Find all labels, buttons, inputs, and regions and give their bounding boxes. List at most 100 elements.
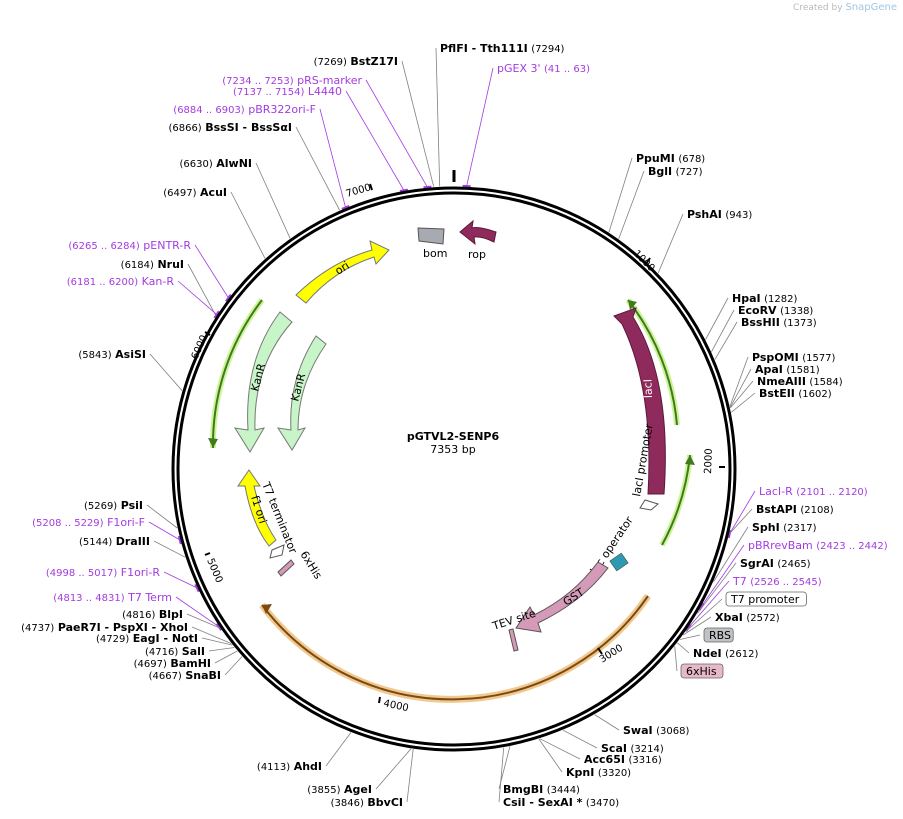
site-name-laci-r: LacI-R: [759, 485, 793, 498]
enzyme-pspomi[interactable]: PspOMI (1577): [752, 351, 836, 364]
primer-f1ori-f[interactable]: (5208 .. 5229) F1ori-F: [32, 516, 145, 529]
enzyme-pshai[interactable]: PshAI (943): [687, 208, 752, 221]
enzyme-psii[interactable]: (5269) PsiI: [84, 499, 143, 512]
his-tag-marker[interactable]: [277, 559, 295, 577]
primer-f1ori-r[interactable]: (4998 .. 5017) F1ori-R: [46, 566, 161, 579]
site-name-bsshii: BssHII: [741, 316, 780, 329]
enzyme-snabi[interactable]: (4667) SnaBI: [149, 669, 221, 682]
scale-tick-5000: 5000: [204, 552, 224, 585]
site-name-t7-term: T7 Term: [127, 591, 172, 604]
feature-box-label-rbs: RBS: [709, 629, 731, 642]
enzyme-swai[interactable]: SwaI (3068): [623, 724, 689, 737]
enzyme-bsshii[interactable]: BssHII (1373): [741, 316, 817, 329]
leader-agei: [375, 748, 412, 790]
site-label-asisi: (5843) AsiSI: [78, 348, 146, 361]
site-name-l4440: L4440: [308, 85, 342, 98]
site-label-pbrrevbam: pBRrevBam (2423 .. 2442): [748, 539, 888, 552]
enzyme-bsteii[interactable]: BstEII (1602): [759, 387, 832, 400]
enzyme-bgli[interactable]: BglI (727): [648, 165, 703, 178]
enzyme-bbvci[interactable]: (3846) BbvCI: [331, 796, 403, 809]
enzyme-acui[interactable]: (6497) AcuI: [163, 186, 227, 199]
primer-laci-r[interactable]: LacI-R (2101 .. 2120): [759, 485, 868, 498]
primer-marker-f1ori-r: [194, 583, 201, 593]
enzyme-agei[interactable]: (3855) AgeI: [307, 783, 372, 796]
enzyme-hpai[interactable]: HpaI (1282): [732, 292, 797, 305]
site-label-l4440: (7137 .. 7154) L4440: [233, 85, 342, 98]
feature-bom[interactable]: [417, 227, 445, 245]
feature-rop[interactable]: [459, 219, 497, 246]
enzyme-apai[interactable]: ApaI (1581): [755, 363, 820, 376]
feature-kanr-1[interactable]: [233, 311, 293, 453]
enzyme-bstapi[interactable]: BstAPI (2108): [756, 503, 834, 516]
enzyme-nmeaiii[interactable]: NmeAIII (1584): [757, 375, 843, 388]
enzyme-alwni[interactable]: (6630) AlwNI: [179, 157, 252, 170]
enzyme-csii-sexai[interactable]: CsiI - SexAI * (3470): [503, 796, 619, 809]
primer-pbr322ori-f[interactable]: (6884 .. 6903) pBR322ori-F: [173, 103, 316, 116]
enzyme-ppumi[interactable]: PpuMI (678): [636, 152, 705, 165]
site-name-prs-marker: pRS-marker: [297, 74, 362, 87]
enzyme-acc65i[interactable]: Acc65I (3316): [584, 753, 662, 766]
primer-prs-marker[interactable]: (7234 .. 7253) pRS-marker: [222, 74, 362, 87]
enzyme-scai[interactable]: ScaI (3214): [601, 742, 664, 755]
primer-t7-term[interactable]: (4813 .. 4831) T7 Term: [53, 591, 172, 604]
leader-pbrrevbam: [701, 544, 745, 607]
snapgene-logo: SnapGene: [845, 2, 897, 13]
enzyme-bmgbi[interactable]: BmgBI (3444): [503, 783, 580, 796]
site-label-paer7i-pspxi-xhoi: (4737) PaeR7I - PspXI - XhoI: [21, 621, 188, 634]
enzyme-pflfi-tth111i[interactable]: PflFI - Tth111I (7294): [440, 42, 565, 55]
tev-site-marker[interactable]: [508, 628, 519, 652]
lac-operator-box[interactable]: [609, 552, 629, 572]
site-name-ahdi: AhdI: [294, 760, 322, 773]
site-label-f1ori-f: (5208 .. 5229) F1ori-F: [32, 516, 145, 529]
enzyme-sgrai[interactable]: SgrAI (2465): [740, 557, 811, 570]
primer-pgex-3[interactable]: pGEX 3' (41 .. 63): [497, 62, 590, 75]
enzyme-ndei[interactable]: NdeI (2612): [693, 647, 758, 660]
site-pos-bamhi: (4697): [134, 659, 167, 670]
laci-promoter-arrow[interactable]: [639, 499, 660, 511]
leader-bbvci: [406, 748, 414, 803]
feature-bom-label: bom: [423, 247, 447, 260]
enzyme-asisi[interactable]: (5843) AsiSI: [78, 348, 146, 361]
primer-kan-r[interactable]: (6181 .. 6200) Kan-R: [67, 275, 175, 288]
leader-nmeaiii: [729, 380, 754, 409]
enzyme-ecorv[interactable]: EcoRV (1338): [738, 304, 813, 317]
site-label-acc65i: Acc65I (3316): [584, 753, 662, 766]
site-pos-pgex-3: (41 .. 63): [544, 64, 590, 75]
enzyme-bstz17i[interactable]: (7269) BstZ17I: [314, 55, 398, 68]
enzyme-bamhi[interactable]: (4697) BamHI: [134, 657, 211, 670]
enzyme-sphi[interactable]: SphI (2317): [752, 521, 817, 534]
feature-box-6xhis[interactable]: 6xHis: [680, 663, 724, 679]
feature-gst[interactable]: [515, 561, 609, 633]
scale-tick-2000: 2000: [703, 448, 725, 474]
enzyme-ahdi[interactable]: (4113) AhdI: [257, 760, 322, 773]
enzyme-kpni[interactable]: KpnI (3320): [566, 766, 631, 779]
site-label-f1ori-r: (4998 .. 5017) F1ori-R: [46, 566, 161, 579]
site-label-sphi: SphI (2317): [752, 521, 817, 534]
site-pos-kpni: (3320): [598, 768, 631, 779]
primer-pentr-r[interactable]: (6265 .. 6284) pENTR-R: [68, 239, 191, 252]
feature-box-bg-rbs: [703, 627, 734, 643]
feature-f1-ori[interactable]: [237, 469, 277, 547]
enzyme-paer7i-pspxi-xhoi[interactable]: (4737) PaeR7I - PspXI - XhoI: [21, 621, 188, 634]
enzyme-sali[interactable]: (4716) SalI: [145, 645, 205, 658]
leader-psii: [146, 504, 178, 529]
site-name-kpni: KpnI: [566, 766, 594, 779]
feature-box-rbs[interactable]: RBS: [703, 627, 734, 643]
feature-box-t7-promoter[interactable]: T7 promoter: [725, 591, 807, 607]
feature-kanr-2[interactable]: [276, 335, 327, 451]
site-pos-prs-marker: (7234 .. 7253): [222, 76, 294, 87]
primer-l4440[interactable]: (7137 .. 7154) L4440: [233, 85, 342, 98]
feature-ori[interactable]: [295, 240, 390, 304]
site-name-pspomi: PspOMI: [752, 351, 799, 364]
feature-laci[interactable]: [613, 307, 666, 495]
enzyme-bsssi-bsss-i[interactable]: (6866) BssSI - BssSαI: [168, 121, 292, 134]
primer-t7[interactable]: T7 (2526 .. 2545): [732, 575, 822, 588]
enzyme-xbai[interactable]: XbaI (2572): [715, 611, 780, 624]
enzyme-draiii[interactable]: (5144) DraIII: [79, 535, 150, 548]
enzyme-nrui[interactable]: (6184) NruI: [121, 258, 184, 271]
enzyme-blpi[interactable]: (4816) BlpI: [122, 608, 183, 621]
primer-pbrrevbam[interactable]: pBRrevBam (2423 .. 2442): [748, 539, 888, 552]
enzyme-eagi-noti[interactable]: (4729) EagI - NotI: [96, 632, 198, 645]
site-name-bmgbi: BmgBI: [503, 783, 543, 796]
t7-terminator-arrow[interactable]: [269, 544, 285, 559]
